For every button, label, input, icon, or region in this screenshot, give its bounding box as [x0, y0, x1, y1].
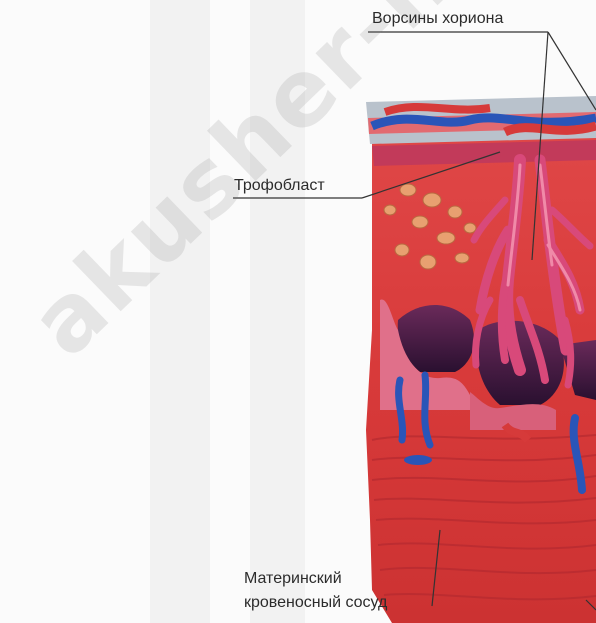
maternal-vessel-cross-section: [404, 455, 432, 465]
label-maternal-vessel-line1: Материнский: [244, 568, 342, 590]
label-chorionic-villi: Ворсины хориона: [372, 8, 503, 30]
label-trophoblast: Трофобласт: [234, 175, 325, 197]
amnion-vessel: [505, 126, 596, 132]
label-maternal-vessel-line2: кровеносный сосуд: [244, 592, 387, 614]
amnion-vessel: [385, 107, 490, 112]
